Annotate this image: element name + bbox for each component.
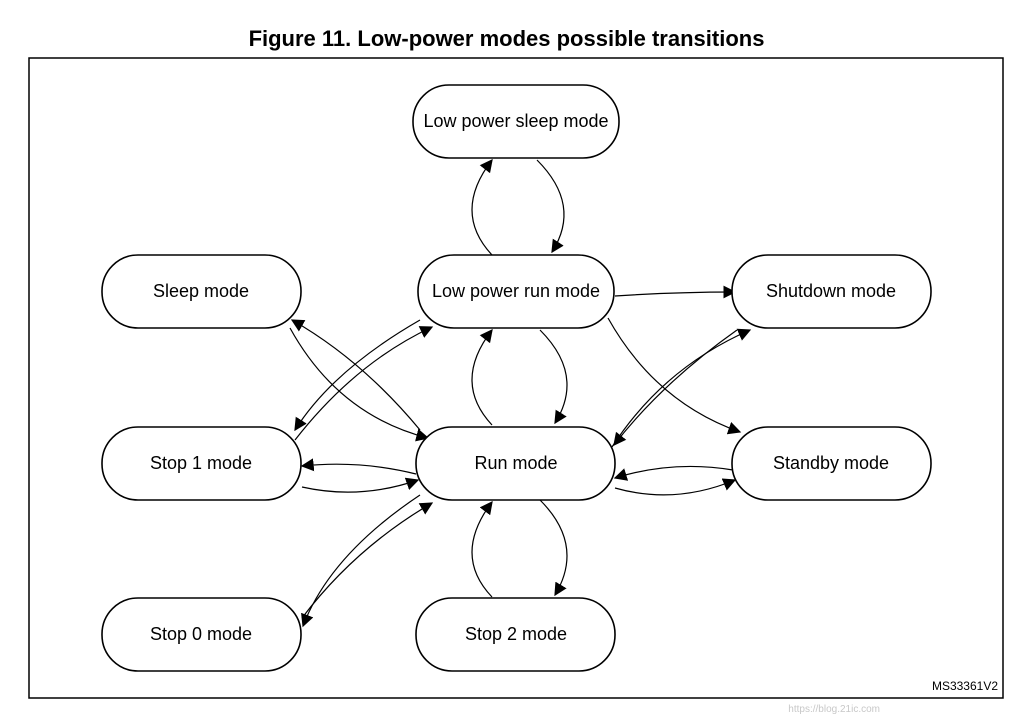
node-sleep-label: Sleep mode xyxy=(153,281,249,301)
node-stop2: Stop 2 mode xyxy=(415,597,616,672)
arrow-stop0-to-run xyxy=(301,502,434,619)
figure-frame xyxy=(28,57,1004,699)
transition-arrows xyxy=(289,158,752,628)
arrow-run-to-standby xyxy=(614,478,737,496)
node-stop0: Stop 0 mode xyxy=(101,597,302,672)
arrow-run-to-stop1 xyxy=(300,458,417,475)
node-standby-label: Standby mode xyxy=(773,453,889,473)
node-lp-sleep-label: Low power sleep mode xyxy=(423,111,608,131)
arrow-run-to-shutdown xyxy=(611,328,752,448)
node-lp-sleep: Low power sleep mode xyxy=(412,84,620,159)
node-run-label: Run mode xyxy=(474,453,557,473)
arrow-run-to-stop2 xyxy=(539,499,568,597)
arrow-lp-run-to-shutdown xyxy=(614,285,737,299)
arrow-standby-to-run xyxy=(613,465,734,481)
arrow-lp-sleep-to-lp-run xyxy=(536,159,565,254)
arrow-run-to-lp-run xyxy=(471,328,493,426)
node-sleep: Sleep mode xyxy=(101,254,302,329)
node-stop2-label: Stop 2 mode xyxy=(465,624,567,644)
node-run: Run mode xyxy=(415,426,616,501)
arrow-stop2-to-run xyxy=(471,500,493,598)
node-standby: Standby mode xyxy=(731,426,932,501)
arrow-run-to-sleep xyxy=(290,319,421,431)
node-stop1-label: Stop 1 mode xyxy=(150,453,252,473)
arrow-lp-run-to-run xyxy=(539,329,568,425)
watermark: https://blog.21ic.com xyxy=(788,704,880,715)
node-lp-run-label: Low power run mode xyxy=(432,281,600,301)
arrow-sleep-to-run xyxy=(289,327,430,442)
arrow-run-to-stop0 xyxy=(301,494,421,628)
arrow-lp-run-to-stop1 xyxy=(294,319,421,432)
node-stop1: Stop 1 mode xyxy=(101,426,302,501)
node-stop0-label: Stop 0 mode xyxy=(150,624,252,644)
arrow-lp-run-to-lp-sleep xyxy=(471,158,493,256)
node-shutdown-label: Shutdown mode xyxy=(766,281,896,301)
arrow-lp-run-to-standby xyxy=(607,317,742,435)
arrow-shutdown-to-run xyxy=(613,329,738,447)
document-code: MS33361V2 xyxy=(932,679,998,693)
arrow-stop1-to-run xyxy=(301,477,420,493)
node-lp-run: Low power run mode xyxy=(417,254,615,329)
figure-title: Figure 11. Low-power modes possible tran… xyxy=(248,26,765,51)
node-shutdown: Shutdown mode xyxy=(731,254,932,329)
arrow-stop1-to-lp-run xyxy=(294,326,434,441)
